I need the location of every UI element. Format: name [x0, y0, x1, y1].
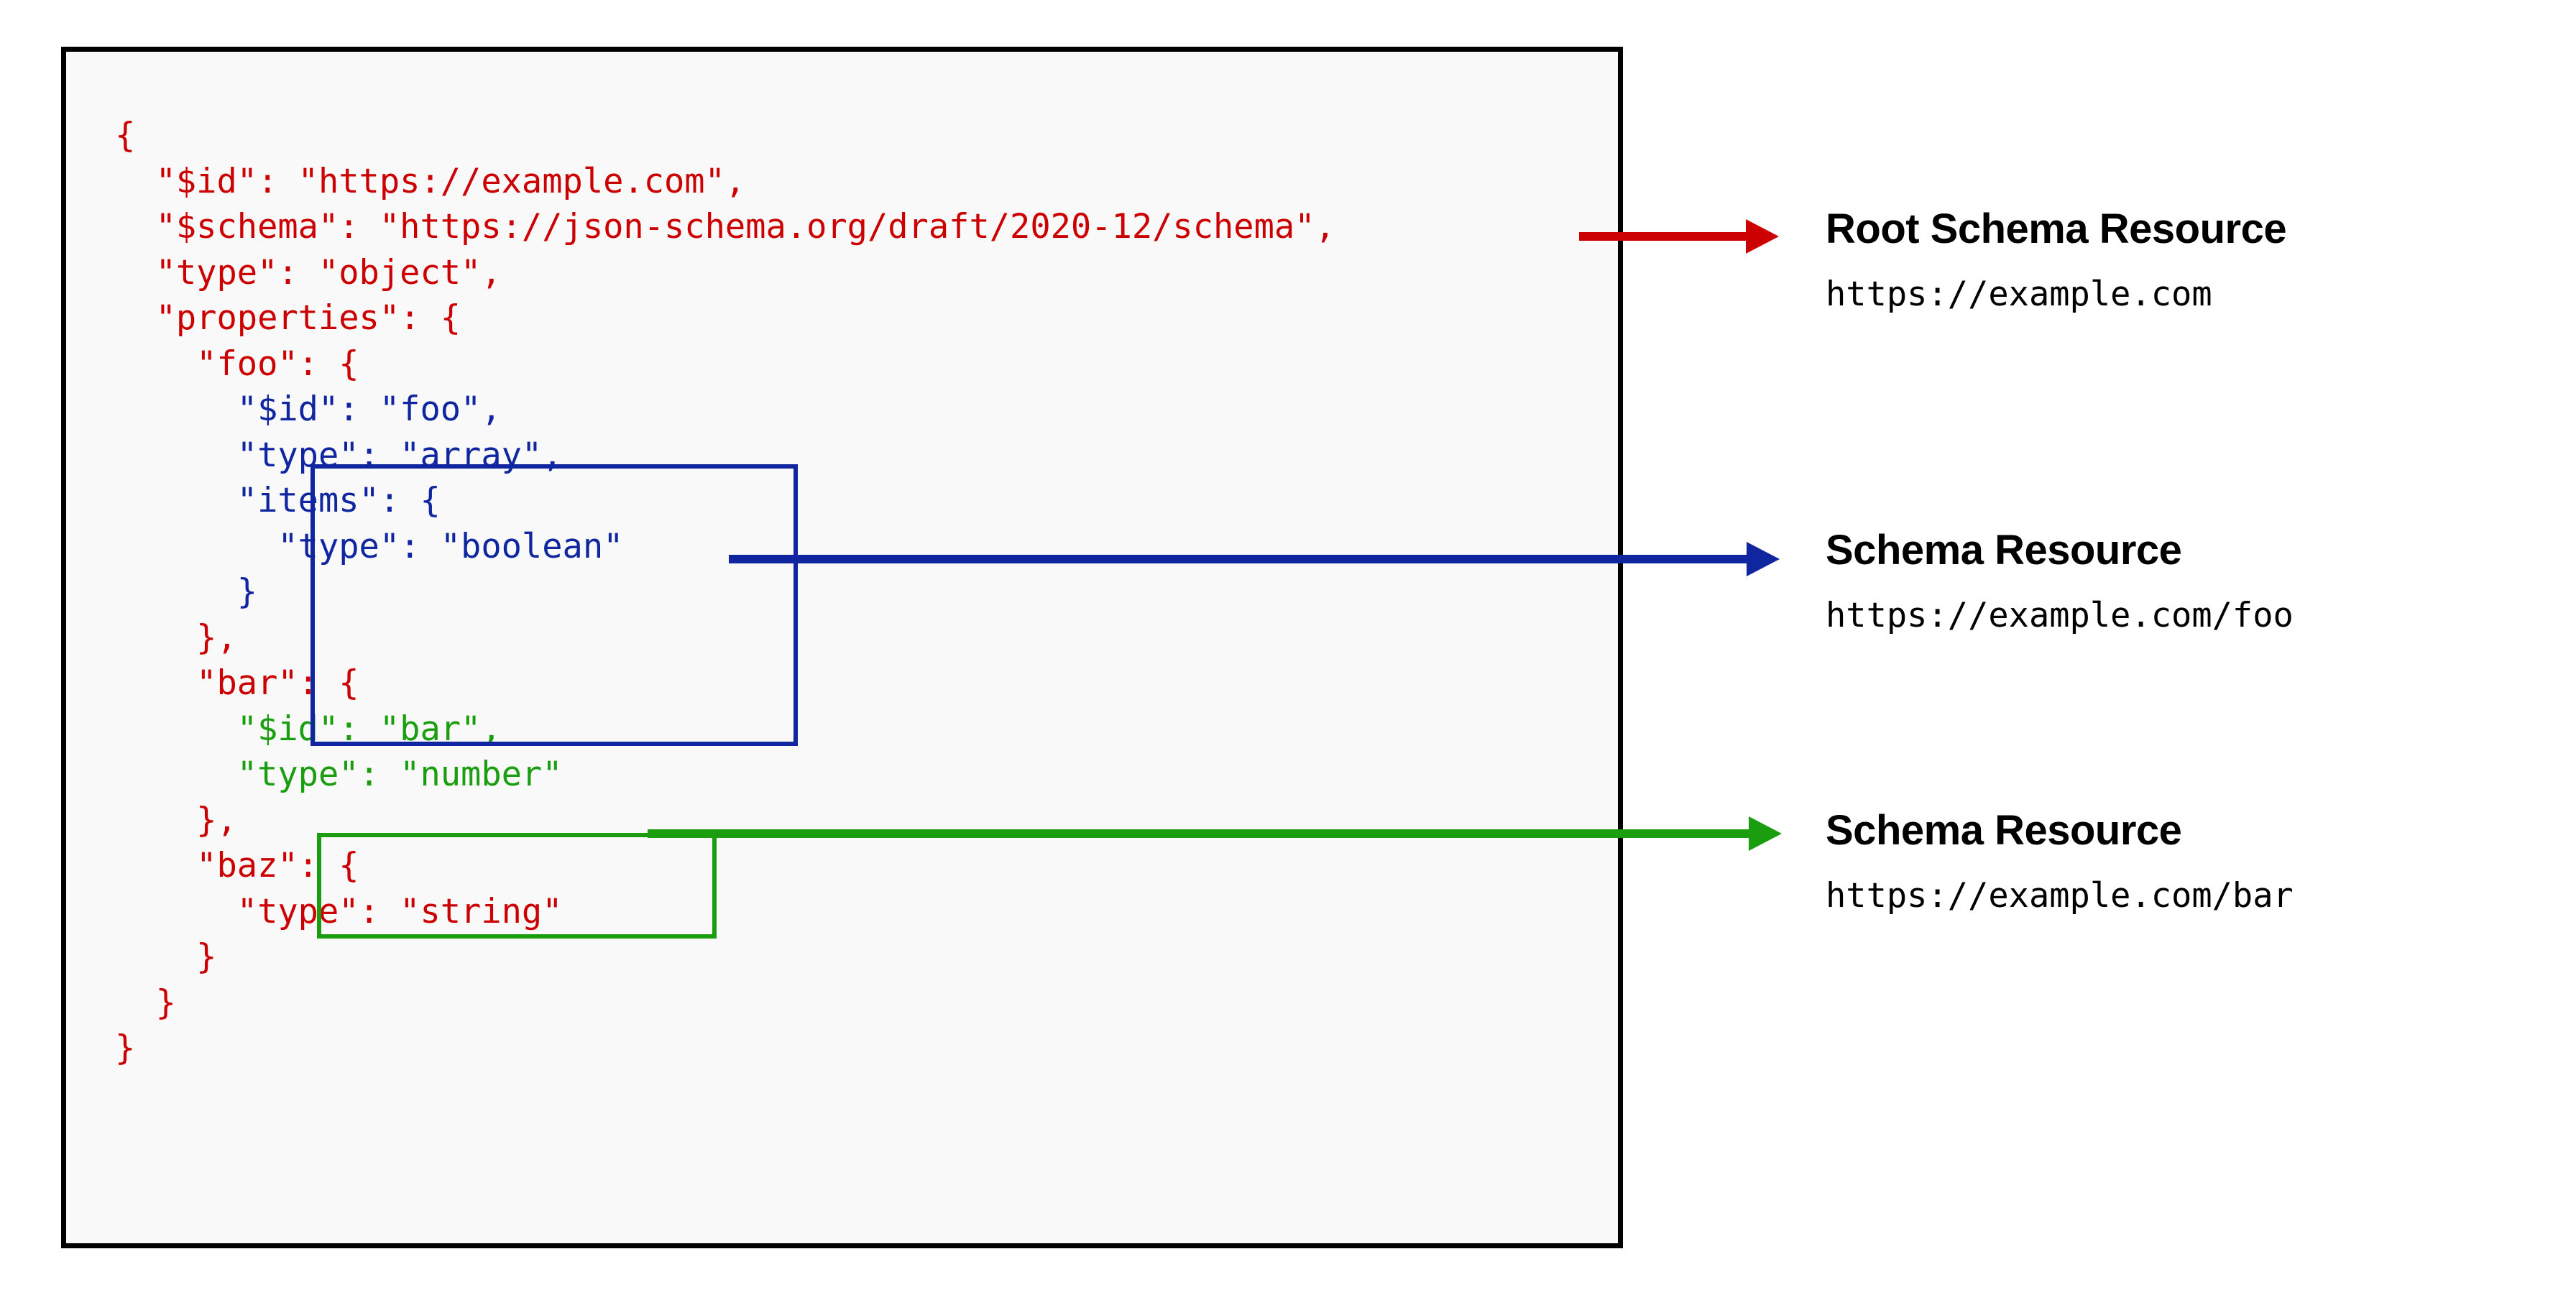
foo-schema-resource-highlight	[310, 464, 798, 746]
bar-schema-resource-highlight	[317, 833, 717, 939]
code-line: }	[115, 1028, 136, 1068]
code-line: "type": "boolean"	[115, 526, 624, 566]
json-code-panel: { "$id": "https://example.com", "$schema…	[61, 47, 1623, 1248]
arrow-head-icon	[1749, 816, 1782, 851]
arrow-head-icon	[1746, 219, 1779, 254]
annotation-url: https://example.com/foo	[1826, 596, 2294, 635]
annotation-bar-schema-resource: Schema Resource https://example.com/bar	[1826, 806, 2294, 916]
json-code-listing: { "$id": "https://example.com", "$schema…	[115, 113, 1335, 1072]
code-line: }	[115, 572, 258, 612]
annotation-title: Schema Resource	[1826, 527, 2182, 573]
annotation-url: https://example.com/bar	[1826, 876, 2294, 916]
code-line: "properties": {	[115, 298, 461, 338]
code-line: {	[115, 116, 136, 155]
code-line: "type": "object",	[115, 252, 502, 292]
code-line: }	[115, 982, 176, 1023]
arrow-shaft	[729, 555, 1751, 563]
arrow-head-icon	[1747, 542, 1780, 576]
code-line: },	[115, 800, 237, 840]
arrow-shaft	[1579, 232, 1750, 241]
code-line: },	[115, 617, 237, 658]
annotation-title: Root Schema Resource	[1826, 206, 2287, 252]
code-line: "$id": "https://example.com",	[115, 161, 746, 201]
annotation-foo-schema-resource: Schema Resource https://example.com/foo	[1826, 526, 2294, 635]
annotation-title: Schema Resource	[1826, 807, 2182, 854]
arrow-shaft	[648, 829, 1753, 838]
code-line: "$id": "foo",	[115, 390, 502, 429]
code-line: "foo": {	[115, 344, 359, 384]
code-line: "type": "number"	[115, 755, 563, 794]
code-line: "bar": {	[115, 663, 359, 703]
annotation-root-schema-resource: Root Schema Resource https://example.com	[1826, 205, 2287, 314]
code-line: "baz": {	[115, 846, 359, 885]
code-line: "items": {	[115, 481, 441, 520]
annotation-url: https://example.com	[1826, 275, 2212, 314]
code-line: }	[115, 937, 217, 977]
code-line: "type": "string"	[115, 891, 563, 931]
code-line: "$schema": "https://json-schema.org/draf…	[115, 207, 1335, 246]
